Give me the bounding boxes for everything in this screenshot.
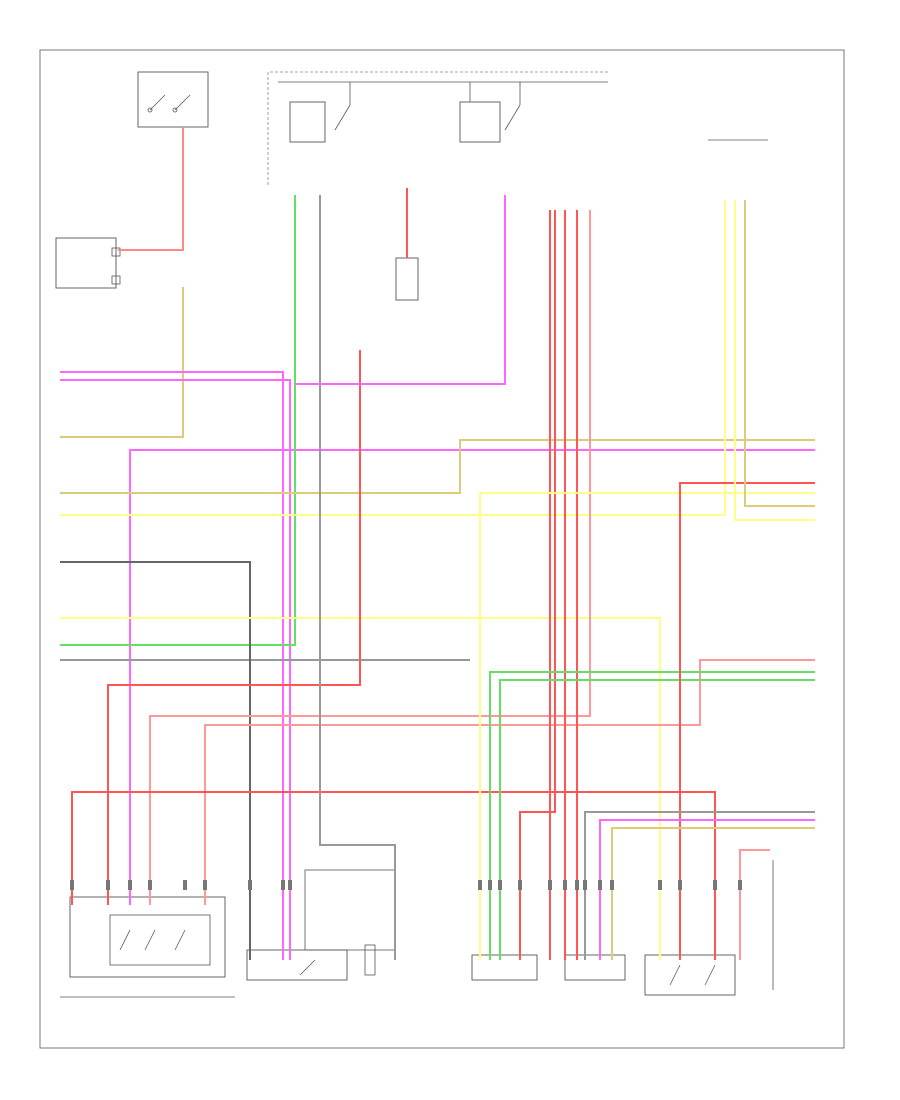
wire-pink-sensor: [739, 849, 770, 960]
wire-pink-bottom: [599, 819, 815, 960]
connector-pin: [488, 880, 492, 890]
connector-pin: [183, 880, 187, 890]
wire-yellow-right-1: [60, 200, 726, 516]
wire-pink-mid: [149, 210, 591, 905]
connector-pin: [598, 880, 602, 890]
connector-pin: [518, 880, 522, 890]
connector-pin: [678, 880, 682, 890]
wire-green-right-1: [489, 671, 815, 960]
wire-pink-left-2: [60, 379, 291, 960]
wire-yellow-mid: [60, 617, 661, 960]
wire-tan-right: [60, 439, 815, 494]
engine-control-module-b: [564, 954, 626, 981]
connector-pin: [106, 880, 110, 890]
instrument-cluster: [60, 896, 235, 998]
wire-gray-pump: [319, 195, 396, 960]
wires: [60, 127, 815, 960]
wire-red-left-drop: [107, 350, 361, 905]
connector-pin: [738, 880, 742, 890]
wire-gray-bottom-1: [584, 811, 815, 960]
connector-pin: [498, 880, 502, 890]
wire-red-horizontal: [71, 791, 716, 960]
connector-pin: [575, 880, 579, 890]
wire-pink-long: [129, 449, 815, 905]
connector-pin: [248, 880, 252, 890]
ground-point: [364, 944, 376, 976]
body-control-module: [55, 237, 121, 289]
fuel-pump-sender: [246, 869, 396, 981]
connector-pin: [70, 880, 74, 890]
connector-pin: [713, 880, 717, 890]
connector-pin: [583, 880, 587, 890]
engine-control-module-a: [471, 954, 538, 981]
ignition-switch: [137, 71, 209, 128]
powertrain-control-module: [644, 954, 736, 996]
wire-tan-left: [60, 287, 184, 438]
connector-pin: [658, 880, 662, 890]
connector-pin: [610, 880, 614, 890]
wire-pink-right: [204, 659, 815, 905]
wire-ignition-feed: [118, 127, 184, 251]
fuel-pump-fuse: [395, 257, 419, 301]
connector-pin: [548, 880, 552, 890]
wire-yellow-right-2: [734, 200, 815, 521]
connector-pin: [288, 880, 292, 890]
wire-pink-left-1: [60, 371, 284, 960]
connector-pins: [70, 880, 742, 890]
connector-pin: [148, 880, 152, 890]
wire-red-right: [679, 482, 815, 960]
wire-tan-bottom: [611, 827, 815, 960]
connector-pin: [128, 880, 132, 890]
connector-pin: [281, 880, 285, 890]
wire-green-right-2: [499, 679, 815, 960]
wire-yellow-ecm: [479, 492, 815, 960]
diagram-frame: [39, 49, 845, 1049]
connector-pin: [563, 880, 567, 890]
wire-tan-right-2: [744, 200, 815, 507]
fuse-block: [267, 71, 608, 185]
wire-darkgray-left: [60, 561, 251, 960]
wire-pink-relay: [295, 195, 506, 385]
connector-pin: [203, 880, 207, 890]
wire-green-left: [60, 195, 296, 646]
connector-pin: [478, 880, 482, 890]
